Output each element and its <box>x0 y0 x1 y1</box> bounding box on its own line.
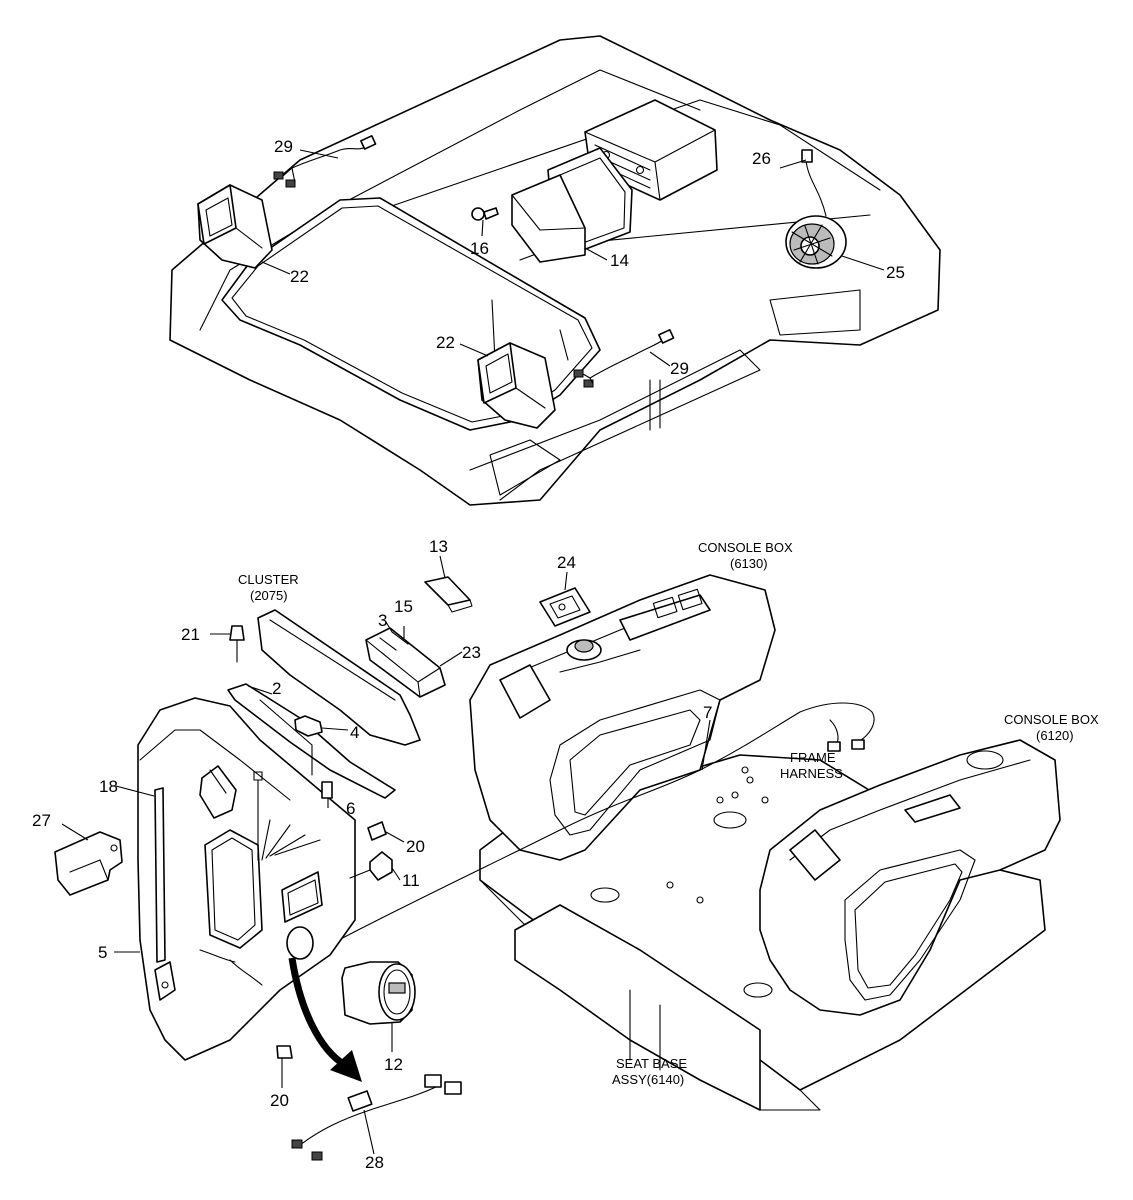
hour-meter-12 <box>341 961 416 1025</box>
callout-28: 28 <box>365 1153 384 1172</box>
callout-22a: 22 <box>290 267 309 286</box>
leader-lines <box>61 149 885 1155</box>
callout-7: 7 <box>703 703 712 722</box>
harness-28 <box>291 1074 462 1161</box>
arrow <box>288 957 362 1082</box>
callout-27: 27 <box>32 811 51 830</box>
bolt-6 <box>321 781 333 799</box>
callout-11: 11 <box>402 871 420 890</box>
callout-6: 6 <box>346 799 355 818</box>
cab-roof <box>169 35 941 506</box>
callout-18: 18 <box>99 777 118 796</box>
harness-29-upper <box>273 135 377 188</box>
bracket-2 <box>227 683 396 799</box>
bolt-20-lower <box>276 1045 293 1059</box>
console-box-6120-label: CONSOLE BOX <box>1004 712 1099 727</box>
console-box-6130 <box>469 574 776 861</box>
bracket-14 <box>511 147 633 263</box>
callout-12: 12 <box>384 1055 403 1074</box>
callout-15: 15 <box>394 597 413 616</box>
panel-wiring <box>199 771 321 986</box>
callout-29b: 29 <box>670 359 689 378</box>
work-lamp-22-upper <box>197 184 273 269</box>
seat-base-number: ASSY(6140) <box>612 1072 684 1087</box>
callout-5: 5 <box>98 943 107 962</box>
callout-3: 3 <box>378 611 387 630</box>
console-box-6120-number: (6120) <box>1036 728 1074 743</box>
callout-4: 4 <box>350 723 359 742</box>
cluster-2075 <box>257 609 421 746</box>
callout-14: 14 <box>610 251 629 270</box>
callout-29a: 29 <box>274 137 293 156</box>
annotations: CLUSTER (2075) CONSOLE BOX (6130) CONSOL… <box>238 540 1099 1087</box>
callout-24: 24 <box>557 553 576 572</box>
callout-numbers: 29 22 16 14 26 25 22 29 13 3 15 23 24 21… <box>32 137 905 1172</box>
callout-20b: 20 <box>270 1091 289 1110</box>
console-box-6120 <box>759 739 1061 1016</box>
callout-25: 25 <box>886 263 905 282</box>
switch-11 <box>349 851 393 881</box>
callout-22b: 22 <box>436 333 455 352</box>
bracket-27 <box>54 831 123 896</box>
bolt-20-upper <box>367 821 387 841</box>
bolt-16 <box>471 207 499 221</box>
cluster-label: CLUSTER <box>238 572 299 587</box>
cluster-number: (2075) <box>250 588 288 603</box>
frame-harness-label-2: HARNESS <box>780 766 843 781</box>
switch-block <box>365 576 473 698</box>
seat-base-label: SEAT BASE <box>616 1056 687 1071</box>
callout-26: 26 <box>752 149 771 168</box>
callout-23: 23 <box>462 643 481 662</box>
callout-2: 2 <box>272 679 281 698</box>
callout-20a: 20 <box>406 837 425 856</box>
bolt-21 <box>229 625 245 663</box>
harness-29-lower <box>573 329 675 388</box>
callout-16: 16 <box>470 239 489 258</box>
console-box-6130-label: CONSOLE BOX <box>698 540 793 555</box>
callout-13: 13 <box>429 537 448 556</box>
frame-harness-label: FRAME <box>790 750 836 765</box>
work-lamp-22-lower <box>477 342 556 429</box>
side-panel-5 <box>137 697 356 1061</box>
relay-panel <box>199 765 237 819</box>
console-box-6130-number: (6130) <box>730 556 768 571</box>
callout-21: 21 <box>181 625 200 644</box>
bolt-4 <box>294 715 323 737</box>
speaker-25 <box>785 149 847 269</box>
switch-24 <box>539 587 591 627</box>
